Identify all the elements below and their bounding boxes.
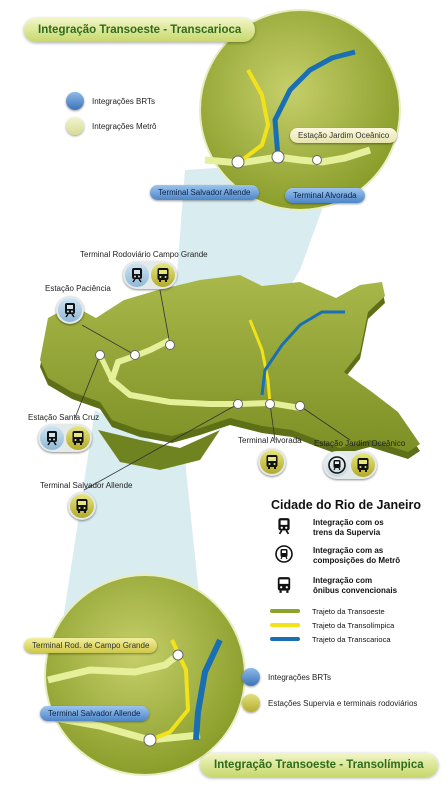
salvador-allende-icons	[68, 492, 96, 520]
label-salvador-allende: Terminal Salvador Allende	[40, 481, 133, 490]
label-alvorada: Terminal Alvorada	[238, 436, 302, 445]
top-legend-brt: Integrações BRTs	[92, 97, 155, 106]
metro-icon	[325, 453, 349, 477]
legend-title: Cidade do Rio de Janeiro	[271, 498, 422, 512]
legend-transcarioca: Trajeto da Transcarioca	[312, 635, 391, 644]
bus-icon	[151, 263, 175, 287]
label-paciencia: Estação Paciência	[45, 284, 111, 293]
top-legend-metro: Integrações Metrô	[92, 122, 157, 131]
transcarioca-route	[260, 310, 345, 396]
bottom-legend-supervia: Estações Supervia e terminais rodoviário…	[268, 699, 418, 708]
leader-lines	[74, 289, 351, 491]
city-map	[40, 275, 420, 452]
label-salvador-allende-bottom: Terminal Salvador Allende	[40, 706, 149, 721]
bottom-legend-brt: Integrações BRTs	[268, 673, 331, 682]
legend-transolimpica: Trajeto da Transolímpica	[312, 621, 395, 630]
bus-icon	[276, 576, 292, 599]
bottom-banner: Integração Transoeste - Transolímpica	[200, 753, 438, 777]
train-icon	[58, 298, 82, 322]
bus-icon	[351, 453, 375, 477]
label-salvador-allende-top: Terminal Salvador Allende	[150, 185, 259, 200]
legend-train: Integração com os trens da Supervia	[313, 518, 384, 537]
campo-grande-icons	[123, 261, 177, 289]
legend-line-transcarioca	[270, 637, 300, 641]
station-markers	[95, 340, 305, 411]
legend-transoeste: Trajeto da Transoeste	[312, 607, 385, 616]
legend-line-transolimpica	[270, 623, 300, 627]
alvorada-icons	[258, 448, 286, 476]
bus-icon	[66, 426, 90, 450]
label-jardim-oceanico: Estação Jardim Oceânico	[314, 439, 406, 448]
label-campo-grande: Terminal Rodoviário Campo Grande	[80, 250, 208, 259]
label-campo-grande-bottom: Terminal Rod. de Campo Grande	[24, 638, 158, 653]
train-icon	[276, 517, 292, 540]
paciencia-icons	[56, 296, 84, 324]
bottom-inset-transcarioca	[193, 638, 223, 741]
santa-cruz-icons	[38, 424, 92, 452]
top-inset-transcarioca	[272, 49, 356, 158]
bus-icon	[70, 494, 94, 518]
metro-dot-icon	[66, 117, 84, 135]
transoeste-route	[108, 337, 301, 411]
jardim-oceanico-icons	[323, 451, 377, 479]
brt-dot-icon	[242, 668, 260, 686]
train-icon	[125, 263, 149, 287]
bottom-inset-stations	[143, 649, 184, 747]
train-icon	[40, 426, 64, 450]
label-alvorada-top: Terminal Alvorada	[285, 188, 365, 203]
legend-bus: Integração com ônibus convencionais	[313, 576, 398, 595]
label-jardim-oceanico-top: Estação Jardim Oceânico	[290, 128, 398, 143]
legend-line-transoeste	[270, 609, 300, 613]
metro-icon	[275, 545, 293, 568]
sepetiba-coast	[98, 430, 220, 470]
top-inset-stations	[231, 150, 322, 169]
bottom-inset-transoeste-2	[54, 714, 201, 744]
transolimpica-route	[248, 319, 272, 405]
top-banner: Integração Transoeste - Transcarioca	[24, 18, 256, 42]
label-santa-cruz: Estação Santa Cruz	[28, 413, 100, 422]
supervia-dot-icon	[242, 694, 260, 712]
top-inset-transolimpica	[236, 69, 271, 165]
bottom-inset-transolimpica	[149, 639, 191, 742]
bus-icon	[260, 450, 284, 474]
legend-metro: Integração com as composições do Metrô	[313, 546, 401, 565]
brt-dot-icon	[66, 92, 84, 110]
bottom-inset-transoeste	[47, 652, 181, 684]
